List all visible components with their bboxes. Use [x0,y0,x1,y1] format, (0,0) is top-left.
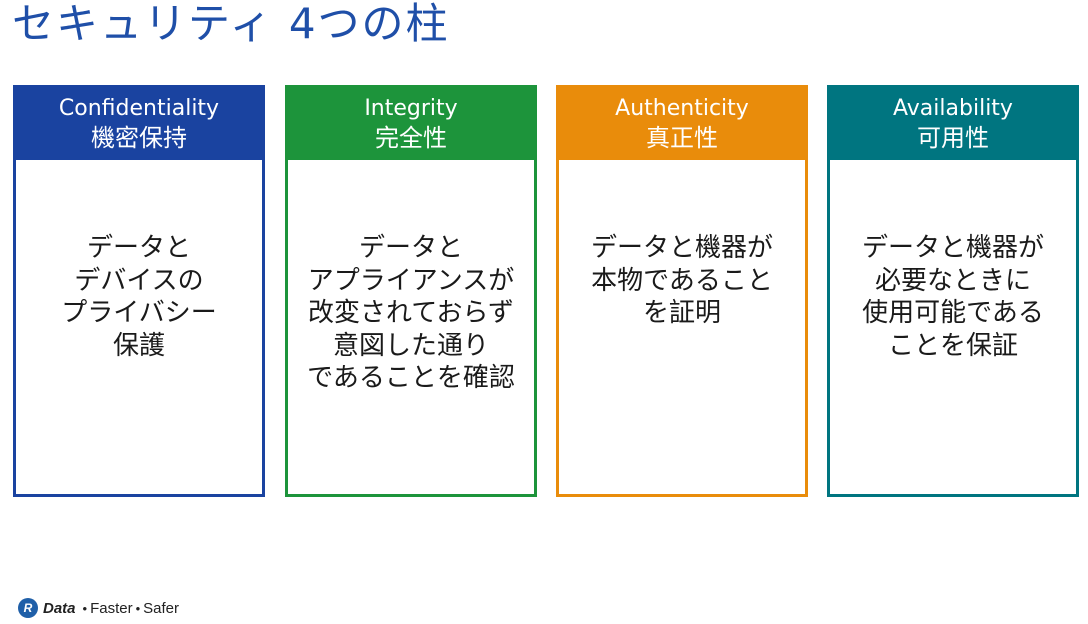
description-line: 改変されておらず [308,298,514,328]
pillar-description: データと デバイスの プライバシー 保護 [16,160,262,362]
pillar-authenticity: Authenticity 真正性 データと機器が 本物であること を証明 [556,85,808,497]
description-line: データと [358,233,463,263]
brand-name: Data [43,599,76,617]
pillar-description: データと アプライアンスが 改変されておらず 意図した通り であることを確認 [288,160,534,395]
description-line: ことを保証 [887,330,1018,361]
pillar-header-confidentiality: Confidentiality 機密保持 [16,88,262,160]
pillar-integrity: Integrity 完全性 データと アプライアンスが 改変されておらず 意図し… [285,85,537,497]
tagline-word: Safer [143,599,180,617]
description-line: 使用可能である [862,298,1044,328]
pillar-header-authenticity: Authenticity 真正性 [559,88,805,160]
separator-dot: • [135,600,141,616]
description-line: 保護 [112,330,165,361]
pillar-availability: Availability 可用性 データと機器が 必要なときに 使用可能である … [827,85,1079,497]
brand-logo-icon: R [18,598,38,618]
description-line: アプライアンスが [307,265,515,296]
description-line: 意図した通り [332,330,489,361]
pillar-title-en: Integrity [364,96,458,121]
description-line: データと [86,233,191,263]
description-line: データと機器が [590,233,773,263]
footer-logo: R Data • Faster • Safer [18,598,179,618]
description-line: を証明 [642,298,721,328]
pillar-header-availability: Availability 可用性 [830,88,1076,160]
description-line: であることを確認 [307,363,515,393]
pillar-title-en: Availability [893,96,1013,121]
pillar-description: データと機器が 本物であること を証明 [559,160,805,330]
pillar-title-ja: 完全性 [375,124,447,152]
description-line: プライバシー [61,298,217,328]
pillar-confidentiality: Confidentiality 機密保持 データと デバイスの プライバシー 保… [13,85,265,497]
pillar-title-en: Authenticity [615,96,749,121]
pillar-description: データと機器が 必要なときに 使用可能である ことを保証 [830,160,1076,362]
pillar-title-ja: 機密保持 [91,124,187,152]
slide-title: セキュリティ 4つの柱 [12,0,450,48]
pillar-title-ja: 真正性 [646,124,718,152]
description-line: データと機器が [861,233,1044,263]
pillar-title-en: Confidentiality [58,96,220,121]
separator-dot: • [82,600,88,616]
pillar-title-ja: 可用性 [917,124,989,152]
description-line: 必要なときに [874,265,1031,296]
description-line: デバイスの [74,265,204,296]
pillar-header-integrity: Integrity 完全性 [288,88,534,160]
tagline-word: Faster [90,599,133,617]
description-line: 本物であること [591,265,773,296]
